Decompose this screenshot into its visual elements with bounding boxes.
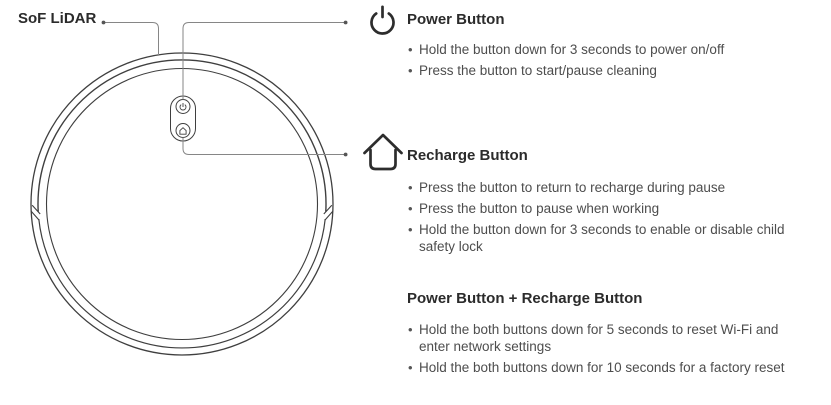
pod-recharge-button — [175, 123, 191, 138]
lidar-callout-dot — [101, 20, 106, 25]
list-item: Hold the both buttons down for 10 second… — [407, 359, 792, 376]
robot-inner-cover — [45, 67, 319, 341]
recharge-callout-dot — [343, 152, 348, 157]
section-title-power-plus-recharge: Power Button + Recharge Button — [407, 290, 643, 307]
power-callout-dot — [343, 20, 348, 25]
recharge-callout-line — [182, 137, 345, 155]
button-pod — [170, 95, 196, 142]
robot-outer-shell — [30, 52, 334, 356]
list-item: Press the button to start/pause cleaning — [407, 62, 792, 79]
list-item: Hold the button down for 3 seconds to en… — [407, 221, 792, 255]
power-callout-line — [182, 22, 345, 100]
power-bullet-list: Hold the button down for 3 seconds to po… — [407, 41, 792, 83]
bumper-notch-right — [323, 204, 334, 221]
lidar-label: SoF LiDAR — [18, 10, 97, 27]
robot-body — [30, 52, 334, 356]
pod-home-glyph-icon — [179, 127, 187, 135]
list-item: Press the button to pause when working — [407, 200, 792, 217]
robot-bumper-top — [37, 59, 327, 212]
lidar-callout-line — [104, 22, 159, 55]
list-item: Hold the both buttons down for 5 seconds… — [407, 321, 792, 355]
list-item: Press the button to return to recharge d… — [407, 179, 792, 196]
bumper-notch-left — [30, 204, 41, 221]
robot-trim-bottom — [38, 219, 326, 349]
callout-lines — [104, 22, 345, 155]
section-title-recharge: Recharge Button — [407, 147, 528, 164]
combo-bullet-list: Hold the both buttons down for 5 seconds… — [407, 321, 792, 380]
recharge-home-icon — [363, 133, 403, 171]
list-item: Hold the button down for 3 seconds to po… — [407, 41, 792, 58]
section-title-power: Power Button — [407, 11, 505, 28]
callout-dots — [101, 20, 348, 157]
pod-power-glyph-icon — [179, 103, 187, 111]
recharge-bullet-list: Press the button to return to recharge d… — [407, 179, 792, 259]
power-icon — [370, 5, 395, 35]
